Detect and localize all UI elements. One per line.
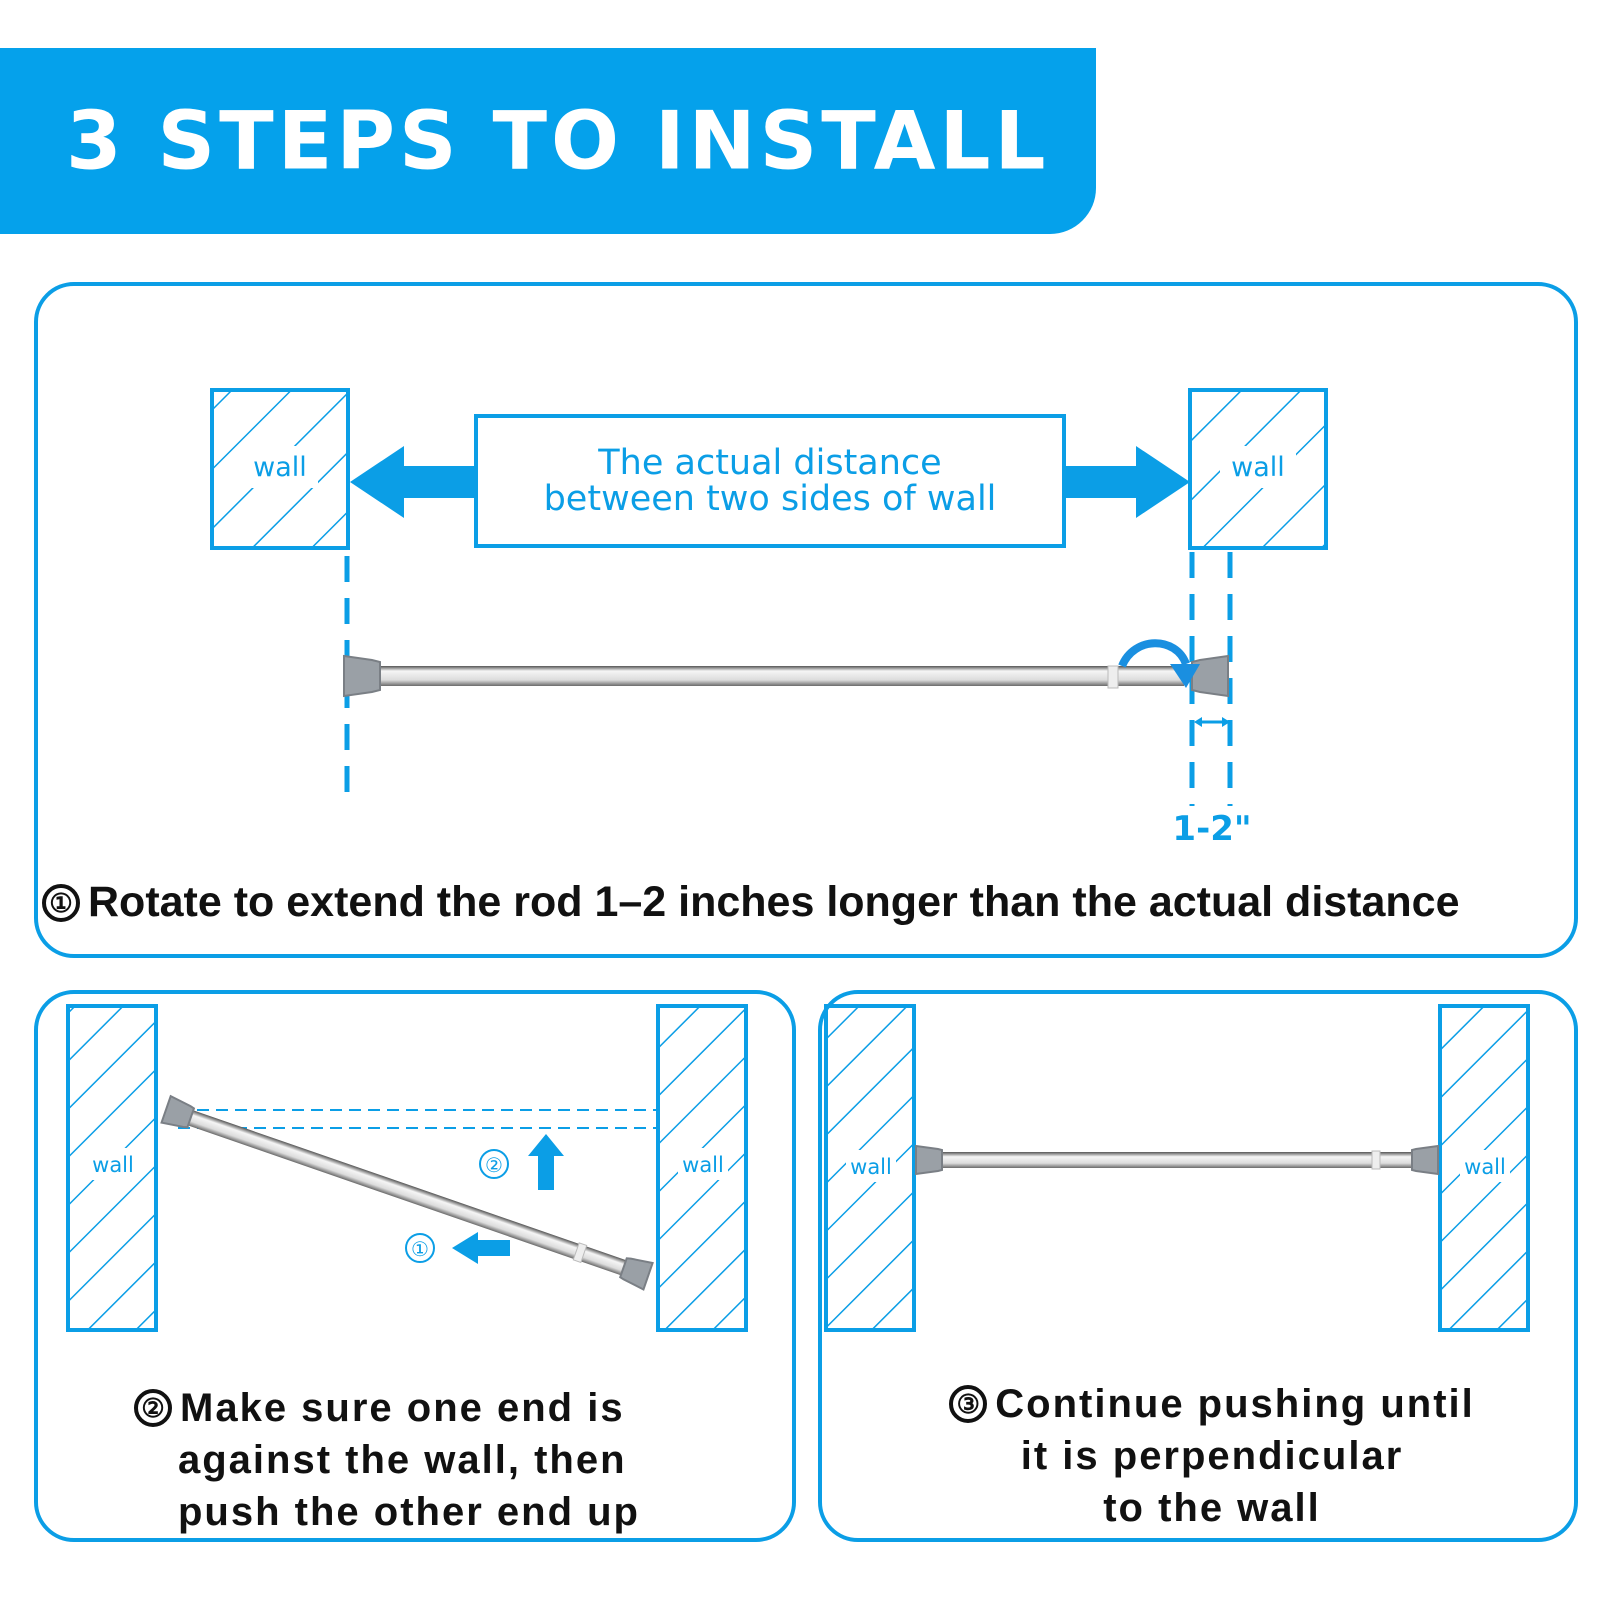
step3-wall-right-label: wall — [1464, 1155, 1506, 1179]
step3-wall-left: wall — [824, 1004, 916, 1332]
step1-wall-left-label: wall — [253, 452, 307, 483]
distance-label-line2: between two sides of wall — [544, 479, 997, 519]
distance-box: The actual distance between two sides of… — [474, 414, 1066, 548]
step2-caption-line2: against the wall, then — [178, 1438, 627, 1482]
step2-wall-left-label: wall — [92, 1153, 134, 1177]
rotate-arrow-icon — [1118, 639, 1200, 688]
step3-wall-left-label: wall — [850, 1155, 892, 1179]
step3-rod — [915, 1144, 1439, 1176]
arrow-left-icon — [350, 446, 476, 518]
distance-label-line1: The actual distance — [597, 443, 941, 483]
step3-caption-line2: it is perpendicular — [1020, 1434, 1404, 1478]
step1-rod — [343, 654, 1229, 698]
step1-wall-left: wall — [210, 388, 350, 550]
step2-substep-1: ① — [405, 1233, 435, 1263]
step2-caption-line3: push the other end up — [178, 1490, 640, 1534]
step1-caption-text: Rotate to extend the rod 1–2 inches long… — [88, 878, 1460, 926]
step2-rod — [160, 1094, 654, 1291]
step1-diagram: wall wall The actual distance between tw… — [210, 388, 1328, 849]
step2-wall-left: wall — [66, 1004, 158, 1332]
step3-wall-right: wall — [1438, 1004, 1530, 1332]
step3-caption-line1: Continue pushing until — [995, 1382, 1475, 1426]
extra-length-label: 1-2" — [1172, 809, 1251, 849]
step2-substep-2-label: ② — [485, 1153, 503, 1177]
arrow-left-icon — [452, 1232, 510, 1264]
step2-substep-1-label: ① — [411, 1237, 429, 1261]
title-banner: 3 STEPS TO INSTALL — [0, 48, 1096, 234]
step1-wall-right-label: wall — [1231, 452, 1285, 483]
step1-wall-right: wall — [1188, 388, 1328, 550]
arrow-up-icon — [528, 1134, 564, 1190]
measure-arrow-icon — [1194, 717, 1230, 727]
arrow-right-icon — [1064, 446, 1190, 518]
page-title: 3 STEPS TO INSTALL — [66, 94, 1050, 188]
step2-wall-right-label: wall — [682, 1153, 724, 1177]
step1-panel: wall wall The actual distance between tw… — [34, 282, 1578, 958]
step2-number: ② — [134, 1389, 172, 1427]
step2-diagram: wall wall ② ① — [66, 1004, 748, 1332]
step3-caption-line3: to the wall — [1103, 1486, 1321, 1530]
step3-diagram: wall wall — [824, 1004, 1530, 1332]
step2-caption-line1: Make sure one end is — [180, 1386, 625, 1430]
step1-number: ① — [42, 884, 80, 922]
step2-wall-right: wall — [656, 1004, 748, 1332]
step3-number: ③ — [949, 1385, 988, 1423]
step2-substep-2: ② — [479, 1149, 509, 1179]
